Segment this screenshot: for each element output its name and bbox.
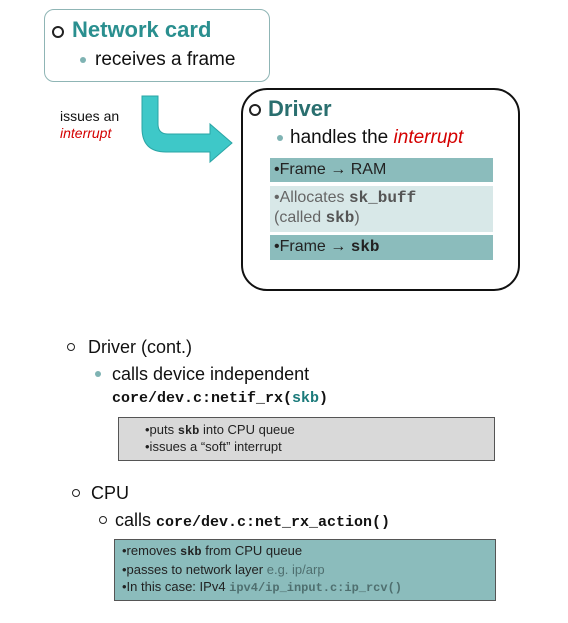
box1-l1-code: skb	[177, 424, 200, 438]
box1-line1: •puts skb into CPU queue	[145, 422, 494, 439]
network-card-subitem: receives a frame	[95, 49, 236, 70]
bar2-code-b: skb	[325, 209, 355, 227]
arrow-label-line1: issues an	[60, 108, 120, 124]
bullet-dot-icon	[277, 135, 283, 141]
box2-l1-text: •removes	[122, 543, 181, 558]
driver-cont-title: Driver (cont.)	[88, 337, 193, 357]
cpu-subitem: calls core/dev.c:net_rx_action()	[115, 510, 390, 531]
code-skb: skb	[292, 390, 320, 407]
arrow-label-line2: interrupt	[60, 125, 112, 141]
network-card-title: Network card	[72, 17, 212, 42]
driver-subitem: handles the interrupt	[290, 127, 463, 149]
box2-l3-text: •In this case: IPv4	[122, 579, 230, 594]
bullet-ring-icon	[99, 516, 107, 524]
box2-line1: •removes skb from CPU queue	[122, 542, 495, 561]
driver-cont-subitem: calls device independent	[112, 364, 310, 384]
box1-l1-text-b: into CPU queue	[199, 422, 295, 437]
box2-l2-text: •passes to network layer	[122, 562, 267, 577]
code-paren: )	[319, 390, 329, 407]
bar2-text: •Allocates	[274, 189, 349, 206]
bullet-ring-icon	[52, 26, 64, 38]
bar2-code: sk_buff	[348, 189, 417, 207]
cpu-sub-code: core/dev.c:net_rx_action()	[156, 514, 391, 531]
box2-line2: •passes to network layer e.g. ip/arp	[122, 561, 495, 578]
driver-step-allocate: •Allocates sk_buff (called skb)	[270, 186, 493, 232]
cpu-title: CPU	[91, 483, 130, 503]
box2-l1-text-b: from CPU queue	[201, 543, 303, 558]
bullet-dot-icon	[80, 57, 86, 63]
network-card-box	[44, 9, 270, 82]
box2-l1-code: skb	[180, 545, 202, 559]
netif-rx-call: core/dev.c:netif_rx(skb)	[112, 390, 328, 407]
bullet-ring-icon	[249, 104, 261, 116]
box2-line3: •In this case: IPv4 ipv4/ip_input.c:ip_r…	[122, 578, 495, 597]
box1-line2: •issues a “soft” interrupt	[145, 439, 282, 454]
bar3-text: •Frame →	[274, 238, 351, 255]
box2-l2-example: e.g. ip/arp	[266, 562, 325, 577]
bullet-dot-icon	[95, 371, 101, 377]
driver-sub-text: handles the	[290, 127, 394, 148]
arrow-label: issues an interrupt	[60, 108, 119, 142]
bullet-ring-icon	[72, 489, 80, 497]
box1-l1-text: •puts	[145, 422, 178, 437]
driver-title: Driver	[268, 96, 332, 121]
bar2-text-b: (called	[274, 209, 326, 226]
driver-step-frame-skb: •Frame → skb	[270, 235, 493, 260]
bar2-text-c: )	[354, 209, 360, 226]
curved-arrow-icon	[141, 95, 233, 164]
box2-l3-code: ipv4/ip_input.c:ip_rcv()	[229, 581, 402, 595]
net-rx-action-detail-box: •removes skb from CPU queue •passes to n…	[114, 539, 496, 601]
netif-rx-detail-box: •puts skb into CPU queue •issues a “soft…	[118, 417, 495, 461]
driver-sub-emphasis: interrupt	[393, 127, 464, 148]
cpu-sub-text: calls	[115, 510, 157, 530]
bar3-code: skb	[350, 238, 380, 256]
driver-step-frame-ram: •Frame → RAM	[270, 158, 493, 182]
bullet-ring-icon	[67, 343, 75, 351]
code-text: core/dev.c:netif_rx(	[112, 390, 293, 407]
